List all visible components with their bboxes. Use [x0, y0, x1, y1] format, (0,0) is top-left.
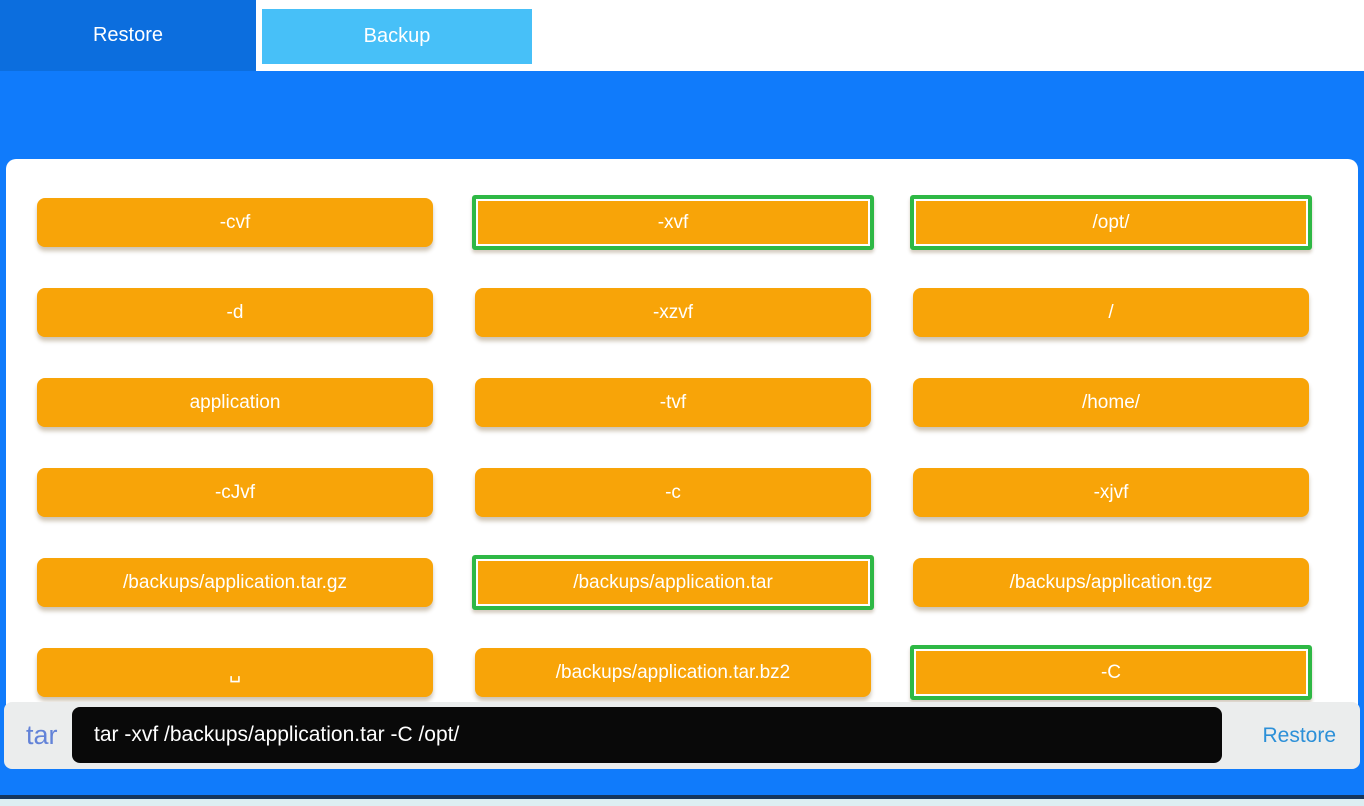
tar-option-button[interactable]: -d [37, 288, 433, 337]
command-input[interactable]: tar -xvf /backups/application.tar -C /op… [72, 707, 1222, 763]
command-bar: tar tar -xvf /backups/application.tar -C… [4, 702, 1360, 769]
tar-option-button[interactable]: / [913, 288, 1309, 337]
tar-option-button[interactable]: -xjvf [913, 468, 1309, 517]
tar-option-button[interactable]: -tvf [475, 378, 871, 427]
tar-option-button[interactable]: /opt/ [910, 195, 1312, 250]
tab-restore[interactable]: Restore [0, 0, 256, 71]
tar-option-button[interactable]: /backups/application.tar [472, 555, 874, 610]
restore-submit-button[interactable]: Restore [1262, 702, 1336, 769]
tar-option-button[interactable]: /backups/application.tar.bz2 [475, 648, 871, 697]
tar-option-button[interactable]: -xzvf [475, 288, 871, 337]
blue-frame: -cvf -xvf /opt/ -d -xzvf / application -… [0, 71, 1364, 795]
tar-option-button[interactable]: /home/ [913, 378, 1309, 427]
tab-backup[interactable]: Backup [262, 9, 532, 64]
tar-option-button[interactable]: -c [475, 468, 871, 517]
tar-option-button[interactable]: -cvf [37, 198, 433, 247]
tar-option-button[interactable]: application [37, 378, 433, 427]
tar-option-button[interactable]: -C [910, 645, 1312, 700]
tar-option-button[interactable]: /backups/application.tar.gz [37, 558, 433, 607]
options-grid: -cvf -xvf /opt/ -d -xzvf / application -… [6, 159, 1358, 700]
window-bottom-border [0, 795, 1364, 799]
tar-option-button[interactable]: ␣ [37, 648, 433, 697]
options-panel: -cvf -xvf /opt/ -d -xzvf / application -… [6, 159, 1358, 731]
tar-option-button[interactable]: -xvf [472, 195, 874, 250]
tar-option-button[interactable]: -cJvf [37, 468, 433, 517]
tar-command-label: tar [26, 720, 58, 750]
tar-option-button[interactable]: /backups/application.tgz [913, 558, 1309, 607]
window-bottom-strip [0, 799, 1364, 806]
